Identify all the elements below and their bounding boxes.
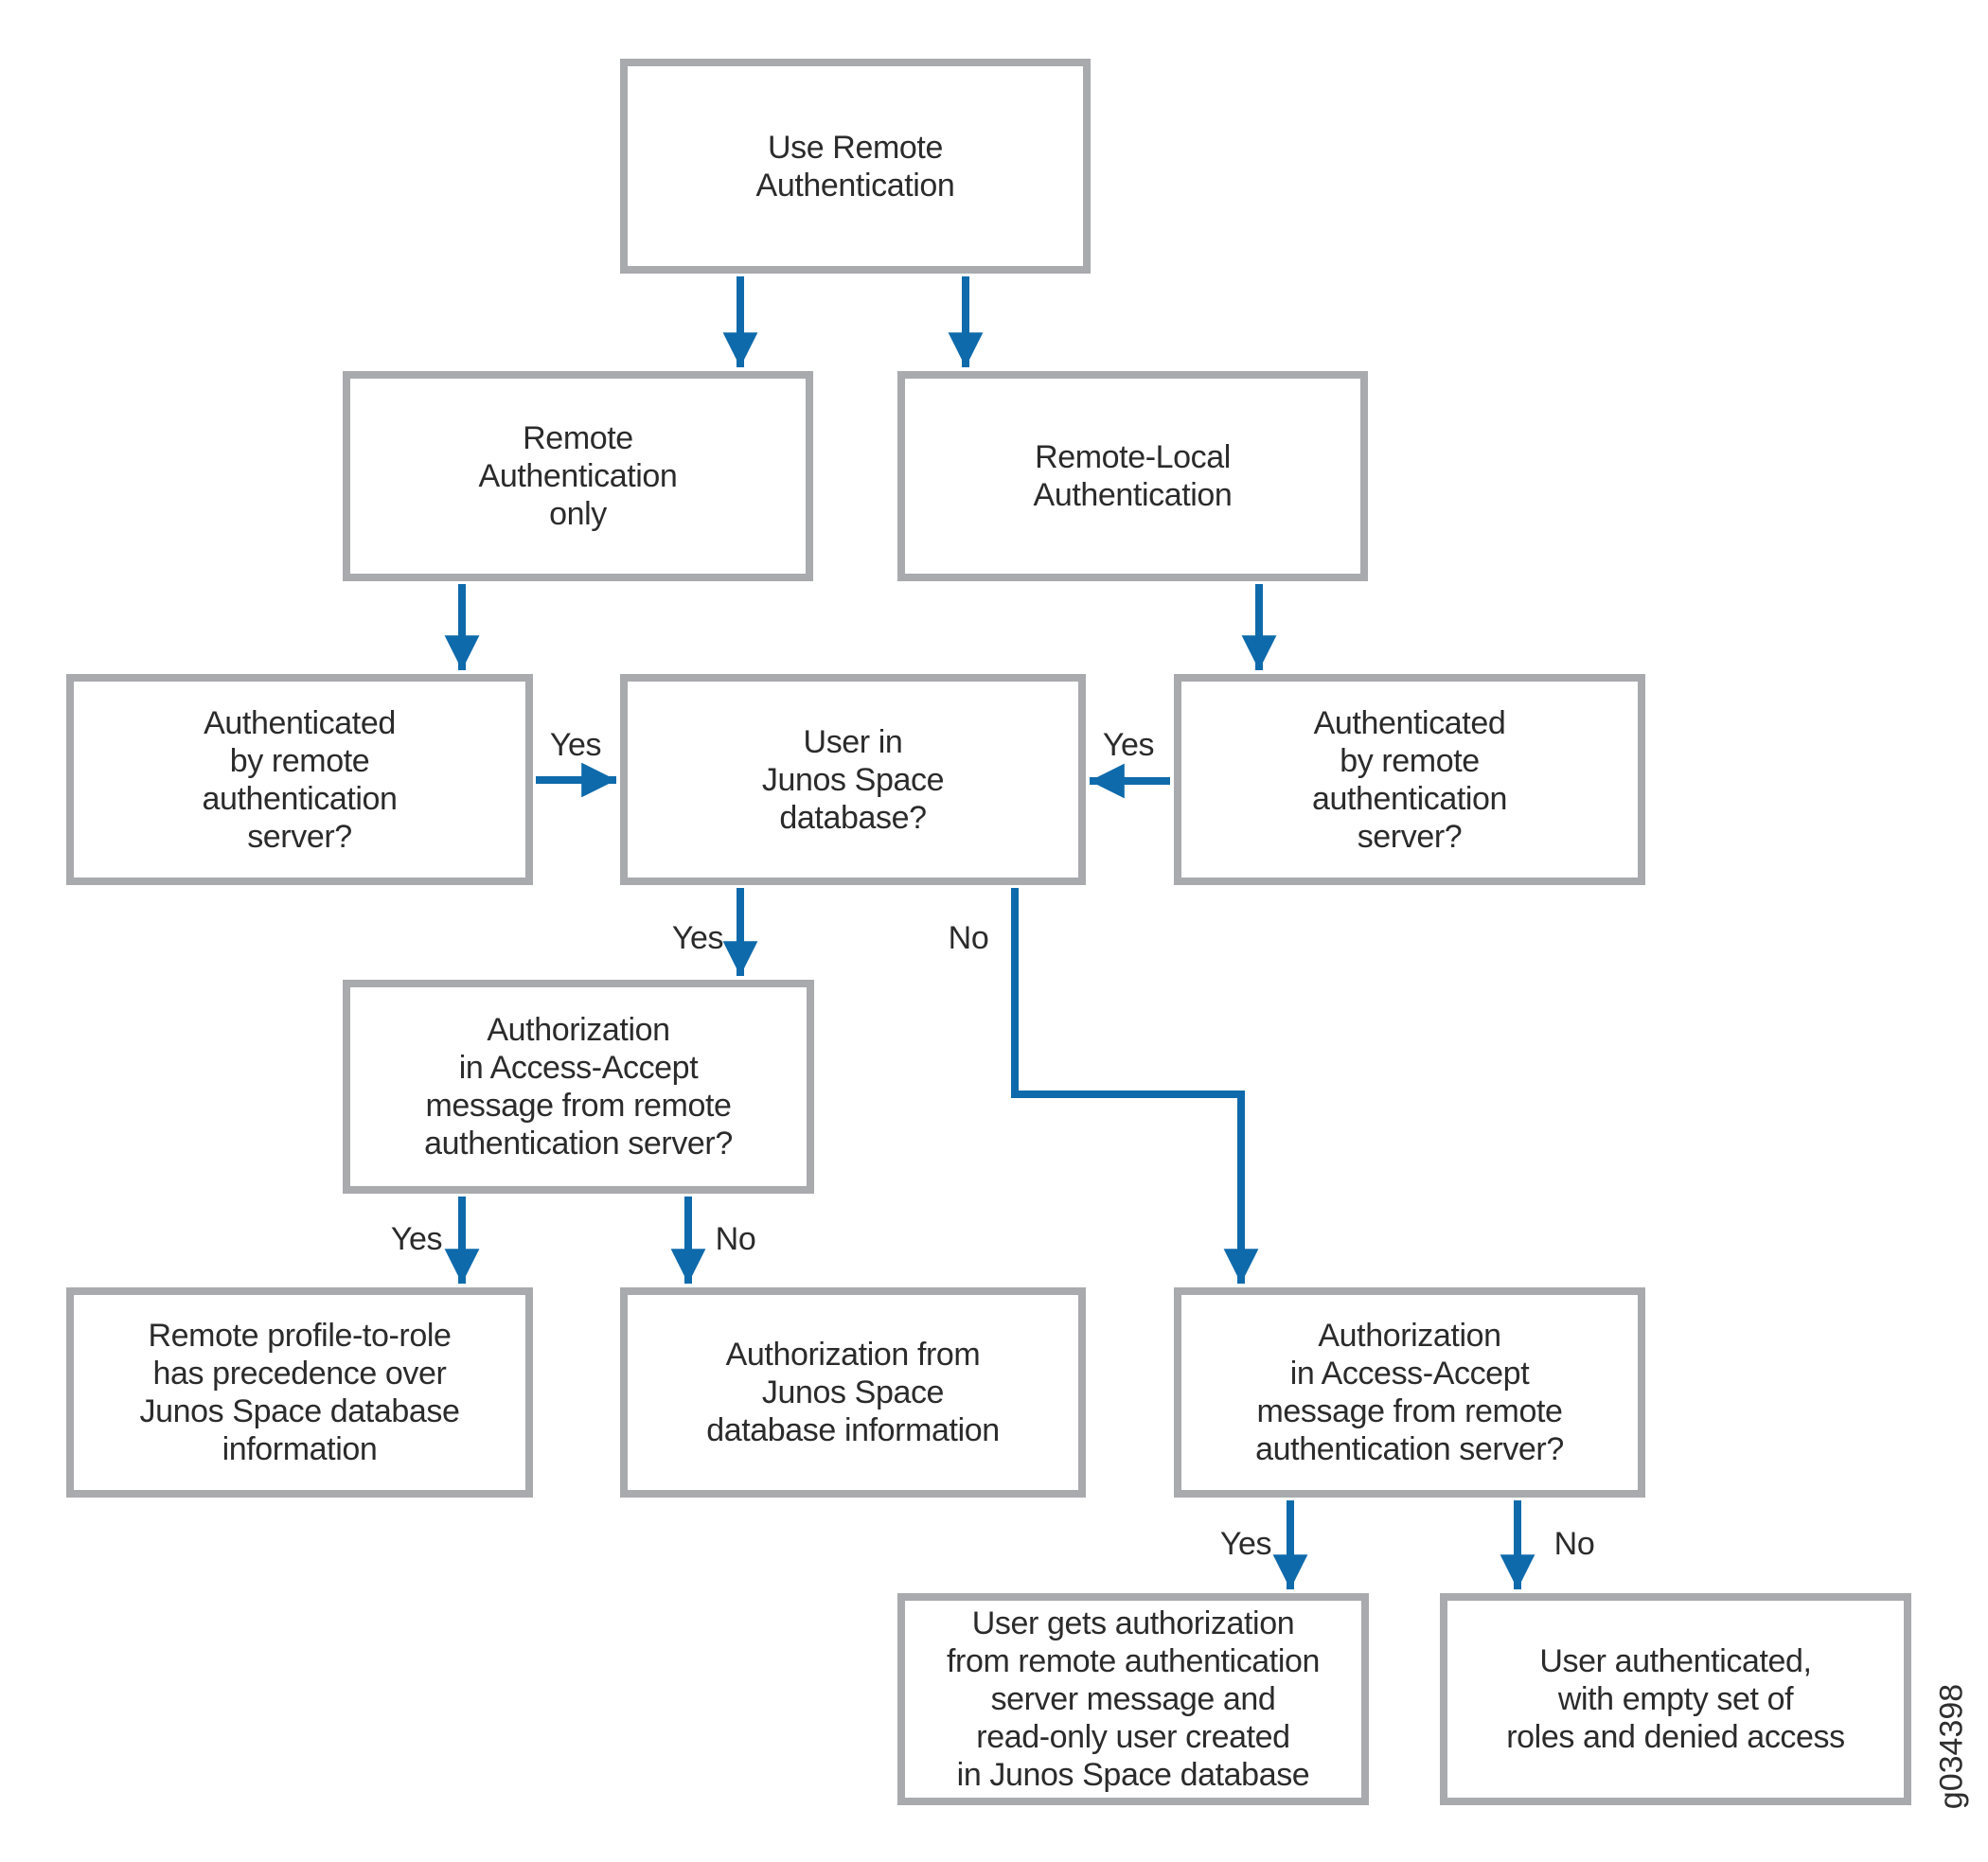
node-label: Authorization in Access-Accept message f… — [1255, 1318, 1564, 1467]
node-authorization-in-access-accept-right: Authorization in Access-Accept message f… — [1174, 1287, 1645, 1498]
edge-label-yes: Yes — [1102, 727, 1155, 763]
node-label: User authenticated, with empty set of ro… — [1506, 1643, 1845, 1755]
node-remote-authentication-only: Remote Authentication only — [343, 371, 813, 581]
node-label: Remote profile-to-role has precedence ov… — [139, 1318, 460, 1467]
node-remote-local-authentication: Remote-Local Authentication — [897, 371, 1368, 581]
node-label: Authenticated by remote authentication s… — [202, 704, 398, 855]
edge-label-yes: Yes — [549, 727, 602, 763]
node-authorization-in-access-accept-left: Authorization in Access-Accept message f… — [343, 980, 814, 1194]
node-user-in-junos-space-database: User in Junos Space database? — [620, 674, 1086, 885]
node-label: Use Remote Authentication — [755, 129, 955, 204]
edge-arrow — [1011, 888, 1259, 1284]
edge-label-no: No — [948, 920, 989, 956]
edge-label-no: No — [1553, 1526, 1595, 1562]
node-user-gets-authorization-read-only: User gets authorization from remote auth… — [897, 1593, 1369, 1805]
edge-label-yes: Yes — [1219, 1526, 1272, 1562]
figure-id: g034398 — [1933, 1683, 1970, 1810]
node-remote-profile-to-role-precedence: Remote profile-to-role has precedence ov… — [66, 1287, 533, 1498]
node-label: Authorization from Junos Space database … — [706, 1337, 1000, 1448]
node-label: User gets authorization from remote auth… — [946, 1605, 1321, 1793]
node-label: Authenticated by remote authentication s… — [1311, 704, 1508, 855]
node-label: Authorization in Access-Accept message f… — [424, 1012, 733, 1162]
node-use-remote-authentication: Use Remote Authentication — [620, 59, 1091, 274]
node-user-authenticated-empty-roles: User authenticated, with empty set of ro… — [1440, 1593, 1911, 1805]
node-label: Remote Authentication only — [478, 420, 678, 532]
node-label: User in Junos Space database? — [761, 723, 945, 836]
node-authenticated-by-remote-server-right: Authenticated by remote authentication s… — [1174, 674, 1645, 885]
edge-label-yes: Yes — [390, 1221, 443, 1257]
edge-label-no: No — [715, 1221, 756, 1257]
node-authenticated-by-remote-server-left: Authenticated by remote authentication s… — [66, 674, 533, 885]
node-label: Remote-Local Authentication — [1033, 439, 1233, 513]
edge-label-yes: Yes — [671, 920, 724, 956]
node-authorization-from-junos-space-db: Authorization from Junos Space database … — [620, 1287, 1086, 1498]
